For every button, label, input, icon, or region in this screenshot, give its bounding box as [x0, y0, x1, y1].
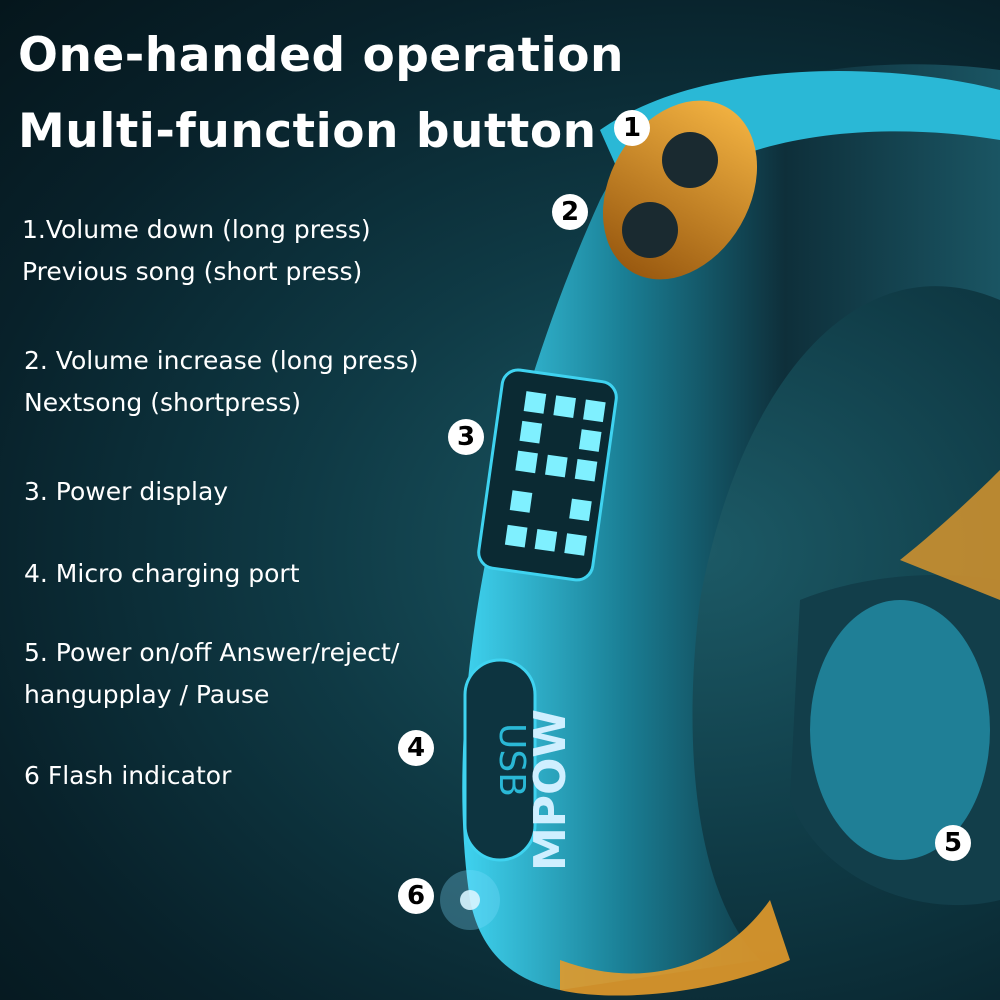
- callout-2: 2: [552, 194, 588, 230]
- feature-3: 3. Power display: [24, 471, 228, 513]
- headline-line-2: Multi-function button: [18, 104, 597, 159]
- feature-1: 1.Volume down (long press) Previous song…: [22, 209, 371, 293]
- feature-4-line-1: 4. Micro charging port: [24, 559, 300, 588]
- callout-4: 4: [398, 730, 434, 766]
- feature-5: 5. Power on/off Answer/reject/ hanguppla…: [24, 632, 399, 716]
- feature-2: 2. Volume increase (long press) Nextsong…: [24, 340, 418, 424]
- usb-label: USB: [491, 723, 532, 797]
- callout-5: 5: [935, 825, 971, 861]
- callout-6: 6: [398, 878, 434, 914]
- feature-2-line-2: Nextsong (shortpress): [24, 388, 302, 417]
- feature-1-line-1: 1.Volume down (long press): [22, 215, 371, 244]
- feature-6-line-1: 6 Flash indicator: [24, 761, 232, 790]
- feature-1-line-2: Previous song (short press): [22, 257, 363, 286]
- feature-3-line-1: 3. Power display: [24, 477, 229, 506]
- feature-5-line-1: 5. Power on/off Answer/reject/: [24, 638, 400, 667]
- brand-logo: MPOW: [525, 709, 576, 871]
- feature-5-line-2: hangupplay / Pause: [24, 680, 270, 709]
- feature-4: 4. Micro charging port: [24, 553, 300, 595]
- headline-line-1: One-handed operation: [18, 28, 624, 83]
- callout-1: 1: [614, 110, 650, 146]
- callout-3: 3: [448, 419, 484, 455]
- feature-6: 6 Flash indicator: [24, 755, 231, 797]
- feature-2-line-1: 2. Volume increase (long press): [24, 346, 419, 375]
